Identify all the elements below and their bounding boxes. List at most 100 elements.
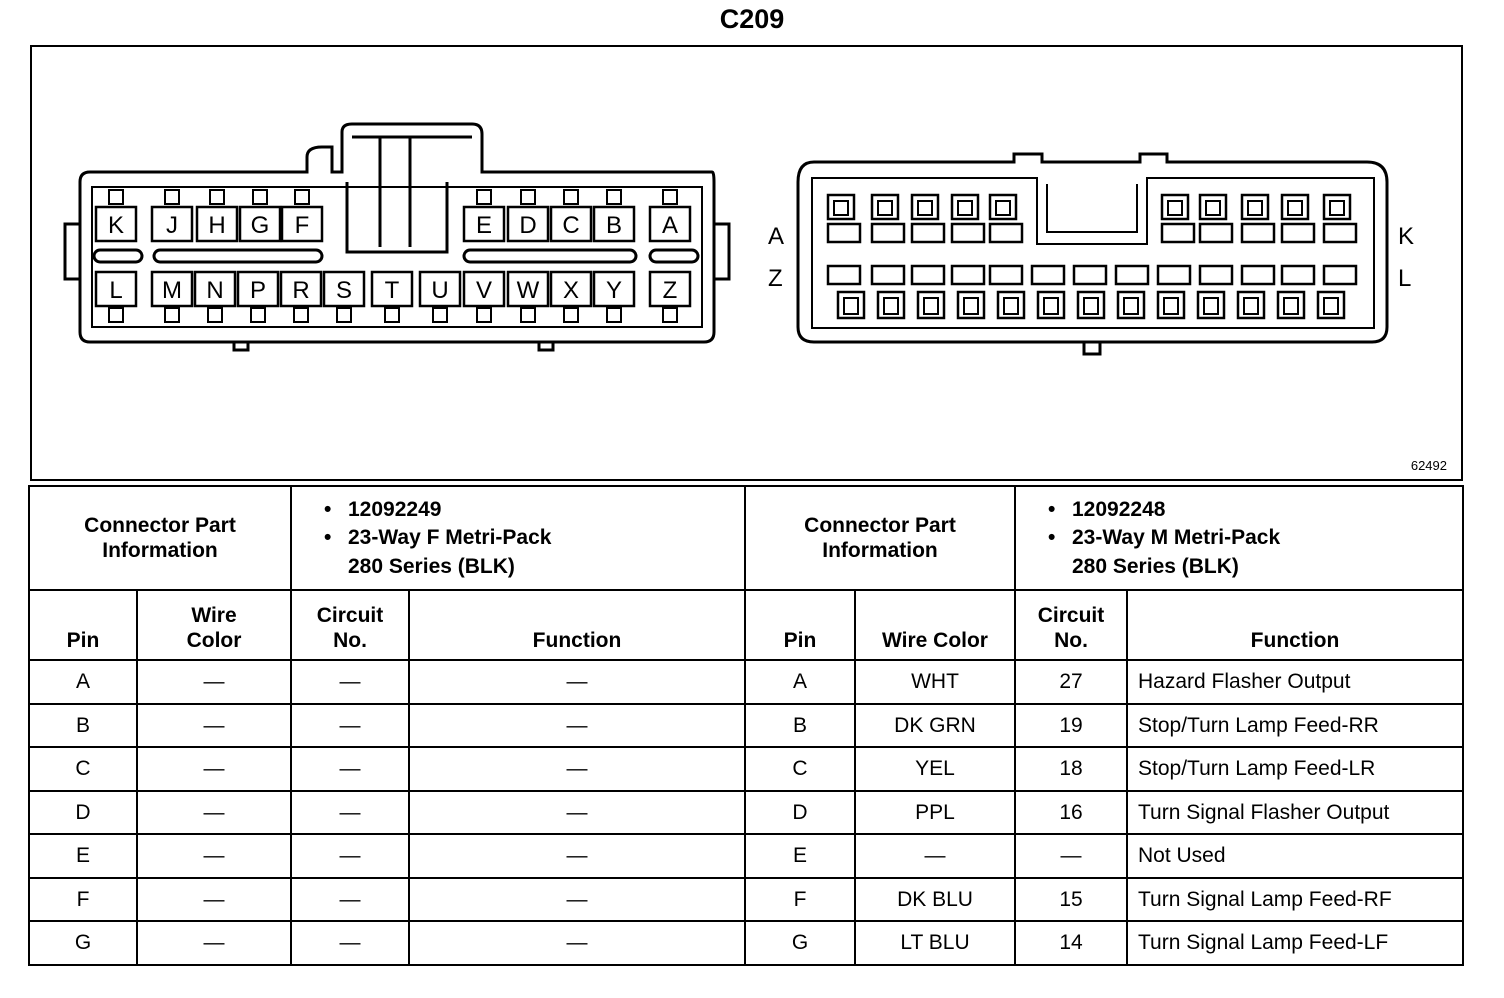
pin-left-cell: A bbox=[28, 659, 138, 705]
function-left-cell: — bbox=[408, 659, 746, 705]
pin-right-cell: D bbox=[744, 789, 856, 835]
female-pin-t-label: T bbox=[385, 277, 400, 304]
female-pin-z-cell bbox=[648, 270, 692, 308]
male-pin bbox=[1198, 222, 1234, 244]
circuit-left-cell: — bbox=[290, 833, 410, 879]
male-pin bbox=[1322, 193, 1352, 221]
male-pin-contact bbox=[1205, 200, 1221, 216]
female-pin-d-label: D bbox=[519, 212, 536, 239]
male-pin-contact bbox=[1247, 200, 1263, 216]
female-pin-f-label: F bbox=[295, 212, 310, 239]
male-pin bbox=[1316, 290, 1346, 320]
side-label-a: A bbox=[768, 223, 784, 250]
header-pin-left: Pin bbox=[28, 589, 138, 661]
left-info-details: •12092249 •23-Way F Metri-Pack 280 Serie… bbox=[290, 485, 746, 591]
pin-right-cell: E bbox=[744, 833, 856, 879]
male-pin bbox=[1236, 290, 1266, 320]
pin-tab bbox=[209, 189, 225, 205]
female-pin-k-label: K bbox=[108, 212, 124, 239]
female-pin-u-label: U bbox=[431, 277, 448, 304]
pin-tab bbox=[606, 307, 622, 323]
right-desc-line1: 23-Way M Metri-Pack bbox=[1072, 526, 1281, 550]
header-function-right: Function bbox=[1126, 589, 1464, 661]
male-pin bbox=[870, 222, 906, 244]
male-pin bbox=[1072, 264, 1108, 286]
male-pin bbox=[1076, 290, 1106, 320]
male-pin-contact bbox=[963, 297, 979, 315]
circuit-right-cell: 14 bbox=[1014, 920, 1128, 966]
male-pin bbox=[1276, 290, 1306, 320]
side-label-z: Z bbox=[768, 265, 783, 292]
female-pin-g-cell bbox=[238, 205, 282, 243]
female-pin-e-label: E bbox=[476, 212, 492, 239]
side-label-k: K bbox=[1398, 223, 1414, 250]
male-pin bbox=[956, 290, 986, 320]
female-pin-r-label: R bbox=[292, 277, 309, 304]
pin-tab bbox=[336, 307, 352, 323]
right-desc-line2: 280 Series (BLK) bbox=[1072, 554, 1239, 578]
female-pin-l-label: L bbox=[109, 277, 122, 304]
male-pin-contact bbox=[1329, 200, 1345, 216]
bullet: • bbox=[324, 498, 332, 522]
male-pin bbox=[1160, 193, 1190, 221]
pin-tab bbox=[432, 307, 448, 323]
male-pin-contact bbox=[843, 297, 859, 315]
female-pin-k-cell bbox=[94, 205, 138, 243]
connector-info-row: Connector Part Information •12092249 •23… bbox=[28, 485, 1464, 591]
female-pin-x-cell bbox=[549, 270, 593, 308]
function-right-cell: Hazard Flasher Output bbox=[1126, 659, 1464, 705]
female-pin-e-cell bbox=[462, 205, 506, 243]
male-pin bbox=[876, 290, 906, 320]
bullet: • bbox=[1048, 526, 1056, 550]
wire-color-left-cell: — bbox=[136, 746, 292, 792]
function-left-cell: — bbox=[408, 833, 746, 879]
male-pin bbox=[988, 193, 1018, 221]
male-pin-contact bbox=[1083, 297, 1099, 315]
circuit-left-cell: — bbox=[290, 920, 410, 966]
circuit-left-cell: — bbox=[290, 702, 410, 748]
pin-tab bbox=[476, 189, 492, 205]
female-pin-n-label: N bbox=[206, 277, 223, 304]
male-pin-contact bbox=[957, 200, 973, 216]
circuit-left-cell: — bbox=[290, 789, 410, 835]
male-pin bbox=[950, 222, 986, 244]
wire-color-right-cell: PPL bbox=[854, 789, 1016, 835]
male-pin bbox=[1322, 264, 1358, 286]
male-pin bbox=[910, 264, 946, 286]
male-pin bbox=[870, 264, 906, 286]
male-pin-contact bbox=[1003, 297, 1019, 315]
function-left-cell: — bbox=[408, 746, 746, 792]
pin-right-cell: A bbox=[744, 659, 856, 705]
pin-left-cell: D bbox=[28, 789, 138, 835]
wire-color-right-cell: WHT bbox=[854, 659, 1016, 705]
male-pin bbox=[1280, 264, 1316, 286]
pin-right-cell: C bbox=[744, 746, 856, 792]
female-pin-w-label: W bbox=[517, 277, 540, 304]
female-pin-p-cell bbox=[236, 270, 280, 308]
male-pin bbox=[1030, 264, 1066, 286]
male-pin-contact bbox=[1283, 297, 1299, 315]
wire-color-left-cell: — bbox=[136, 659, 292, 705]
male-pin bbox=[1160, 222, 1196, 244]
male-pin bbox=[916, 290, 946, 320]
male-pin-contact bbox=[1163, 297, 1179, 315]
female-pin-h-cell bbox=[195, 205, 239, 243]
pin-right-cell: B bbox=[744, 702, 856, 748]
male-pin bbox=[1114, 264, 1150, 286]
female-pin-w-cell bbox=[506, 270, 550, 308]
wire-color-left-cell: — bbox=[136, 876, 292, 922]
left-desc-line2: 280 Series (BLK) bbox=[348, 554, 515, 578]
circuit-left-cell: — bbox=[290, 659, 410, 705]
female-pin-l-cell bbox=[94, 270, 138, 308]
male-pin-contact bbox=[917, 200, 933, 216]
male-pin-contact bbox=[1243, 297, 1259, 315]
wire-color-right-cell: DK BLU bbox=[854, 876, 1016, 922]
pin-tab bbox=[662, 307, 678, 323]
female-pin-c-cell bbox=[549, 205, 593, 243]
